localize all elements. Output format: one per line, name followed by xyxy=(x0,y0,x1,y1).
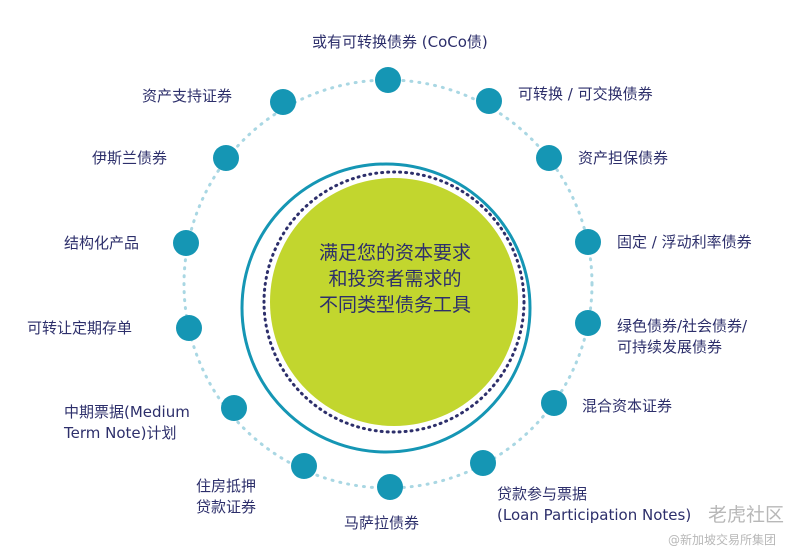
line: 绿色债券/社会债券/ xyxy=(617,317,748,335)
node-dot xyxy=(291,453,317,479)
node-dot xyxy=(476,88,502,114)
label-abs: 资产支持证券 xyxy=(142,87,233,105)
line: 住房抵押 xyxy=(196,477,257,495)
node-dot xyxy=(221,395,247,421)
label-convertible: 可转换 / 可交换债券 xyxy=(518,85,653,103)
line: (Loan Participation Notes) xyxy=(497,506,692,524)
line: Term Note)计划 xyxy=(64,424,177,442)
label-green: 绿色债券/社会债券/可持续发展债券 xyxy=(617,316,747,358)
label-hybrid: 混合资本证券 xyxy=(582,397,673,415)
node-dot xyxy=(270,89,296,115)
center-line: 和投资者需求的 xyxy=(328,268,462,290)
node-dot xyxy=(536,145,562,171)
node-dot xyxy=(541,390,567,416)
label-mbs: 住房抵押贷款证券 xyxy=(196,476,256,518)
watermark-brand: 老虎社区 xyxy=(708,504,785,526)
node-dot xyxy=(213,145,239,171)
node-dot xyxy=(575,310,601,336)
line: 可持续发展债券 xyxy=(617,338,723,356)
line: 中期票据(Medium xyxy=(64,403,190,421)
label-fixed-floating: 固定 / 浮动利率债券 xyxy=(617,233,752,251)
teal-ring xyxy=(240,162,532,454)
label-sukuk: 伊斯兰债券 xyxy=(92,149,168,167)
node-dot xyxy=(377,474,403,500)
label-coco: 或有可转换债券 (CoCo债) xyxy=(312,33,488,51)
label-covered: 资产担保债券 xyxy=(578,149,669,167)
node-dot xyxy=(375,67,401,93)
navy-dotted-arc xyxy=(262,170,526,434)
line: 贷款参与票据 xyxy=(497,485,588,503)
center-line: 满足您的资本要求 xyxy=(318,242,471,264)
watermark-source: @新加坡交易所集团 xyxy=(668,533,777,547)
label-structured: 结构化产品 xyxy=(64,234,140,252)
node-dot xyxy=(173,230,199,256)
center-line: 不同类型债务工具 xyxy=(318,294,471,316)
center-text: 满足您的资本要求 和投资者需求的 不同类型债务工具 xyxy=(285,240,505,318)
label-cd: 可转让定期存单 xyxy=(27,319,133,337)
node-dot xyxy=(575,229,601,255)
green-core xyxy=(270,178,518,426)
node-dot xyxy=(470,450,496,476)
node-dot xyxy=(176,315,202,341)
label-masala: 马萨拉债券 xyxy=(344,514,420,532)
line: 贷款证券 xyxy=(196,498,257,516)
label-lpn: 贷款参与票据 (Loan Participation Notes) xyxy=(497,484,691,526)
